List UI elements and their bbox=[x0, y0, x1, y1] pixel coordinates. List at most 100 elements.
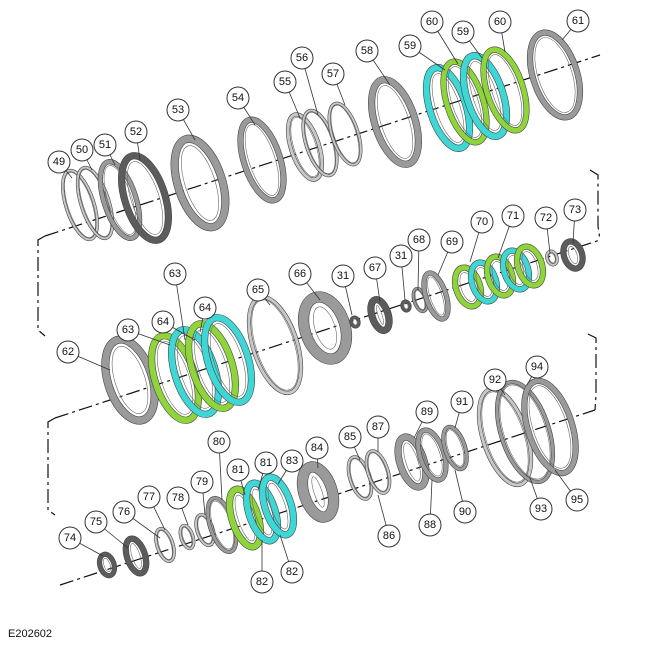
callout-label: 66 bbox=[294, 268, 306, 280]
callout-82: 82 bbox=[250, 540, 274, 594]
callout-label: 57 bbox=[327, 68, 339, 80]
figure-id: E202602 bbox=[8, 628, 53, 640]
callout-label: 60 bbox=[426, 16, 438, 28]
callout-label: 73 bbox=[569, 204, 581, 216]
callout-94: 94 bbox=[525, 355, 549, 386]
callout-61: 61 bbox=[561, 9, 590, 41]
callout-circle bbox=[398, 34, 422, 58]
callout-label: 69 bbox=[446, 236, 458, 248]
ring-61 bbox=[526, 29, 584, 121]
callout-56: 56 bbox=[290, 46, 319, 116]
callout-label: 31 bbox=[395, 250, 407, 262]
callout-circle bbox=[488, 10, 512, 34]
callout-circle bbox=[226, 86, 250, 110]
ring-75 bbox=[122, 535, 150, 577]
callout-circle bbox=[166, 486, 190, 510]
callout-circle bbox=[112, 500, 136, 524]
callout-71: 71 bbox=[497, 204, 525, 259]
callout-label: 31 bbox=[337, 270, 349, 282]
callout-87: 87 bbox=[366, 415, 390, 452]
callout-circle bbox=[163, 262, 187, 286]
callout-circle bbox=[226, 458, 250, 482]
callout-73: 73 bbox=[563, 198, 587, 244]
ring-31a bbox=[349, 315, 361, 329]
callout-label: 64 bbox=[157, 316, 169, 328]
ring-58 bbox=[368, 76, 422, 168]
callout-label: 56 bbox=[296, 52, 308, 64]
callout-66: 66 bbox=[288, 262, 321, 301]
disc-70b bbox=[483, 253, 517, 299]
callout-label: 87 bbox=[372, 421, 384, 433]
callout-58: 58 bbox=[355, 39, 391, 86]
callout-63: 63 bbox=[163, 262, 187, 341]
disc-70a bbox=[451, 264, 485, 310]
callout-31: 31 bbox=[389, 244, 413, 301]
callout-label: 92 bbox=[489, 374, 501, 386]
callout-circle bbox=[56, 340, 80, 364]
callout-59: 59 bbox=[398, 34, 446, 71]
callout-88: 88 bbox=[418, 479, 442, 537]
callout-circle bbox=[280, 560, 304, 584]
callout-circle bbox=[355, 39, 379, 63]
ring-78 bbox=[178, 523, 196, 551]
callout-circle bbox=[47, 150, 71, 174]
callout-circle bbox=[84, 510, 108, 534]
callout-91: 91 bbox=[450, 390, 474, 429]
callout-label: 75 bbox=[90, 516, 102, 528]
callout-label: 94 bbox=[531, 361, 543, 373]
ring-95 bbox=[521, 377, 579, 477]
callout-label: 60 bbox=[494, 16, 506, 28]
callout-circle bbox=[366, 415, 390, 439]
callout-label: 64 bbox=[199, 302, 211, 314]
callout-70: 70 bbox=[469, 210, 494, 263]
ring-51 bbox=[97, 159, 143, 241]
callout-circle bbox=[450, 390, 474, 414]
callout-circle bbox=[565, 488, 589, 512]
callout-label: 95 bbox=[571, 494, 583, 506]
callout-65: 65 bbox=[246, 278, 271, 306]
callout-label: 65 bbox=[252, 284, 264, 296]
callout-95: 95 bbox=[554, 469, 589, 512]
callout-54: 54 bbox=[226, 86, 256, 126]
callout-label: 55 bbox=[279, 76, 291, 88]
callout-76: 76 bbox=[112, 500, 161, 539]
callout-circle bbox=[288, 262, 312, 286]
callout-circle bbox=[137, 485, 161, 509]
callout-circle bbox=[418, 513, 442, 537]
callout-52: 52 bbox=[124, 120, 148, 161]
callout-circle bbox=[331, 264, 355, 288]
callout-label: 78 bbox=[172, 492, 184, 504]
callout-84: 84 bbox=[305, 436, 329, 469]
callout-label: 74 bbox=[64, 532, 76, 544]
callout-85: 85 bbox=[338, 425, 362, 461]
callout-label: 81 bbox=[260, 457, 272, 469]
callout-label: 54 bbox=[232, 92, 244, 104]
callout-label: 82 bbox=[286, 566, 298, 578]
callout-label: 85 bbox=[344, 431, 356, 443]
callout-label: 77 bbox=[143, 491, 155, 503]
callout-circle bbox=[451, 20, 475, 44]
callout-label: 63 bbox=[122, 324, 134, 336]
callout-49: 49 bbox=[47, 150, 73, 179]
callout-59: 59 bbox=[451, 20, 483, 59]
ring-74 bbox=[96, 551, 118, 579]
callout-circle bbox=[290, 46, 314, 70]
callout-label: 62 bbox=[62, 346, 74, 358]
callout-label: 80 bbox=[213, 436, 225, 448]
ring-91 bbox=[441, 424, 469, 472]
callout-label: 86 bbox=[383, 530, 395, 542]
disc-59b bbox=[459, 52, 511, 140]
callout-83: 83 bbox=[277, 449, 304, 485]
callout-78: 78 bbox=[166, 486, 190, 526]
callout-label: 59 bbox=[457, 26, 469, 38]
callout-circle bbox=[415, 400, 439, 424]
callout-31: 31 bbox=[331, 264, 355, 316]
callout-89: 89 bbox=[413, 400, 439, 439]
ring-72 bbox=[545, 249, 559, 267]
callout-circle bbox=[280, 449, 304, 473]
callout-82: 82 bbox=[279, 534, 304, 584]
callout-label: 63 bbox=[169, 268, 181, 280]
callout-label: 70 bbox=[476, 216, 488, 228]
callout-81: 81 bbox=[226, 458, 250, 496]
